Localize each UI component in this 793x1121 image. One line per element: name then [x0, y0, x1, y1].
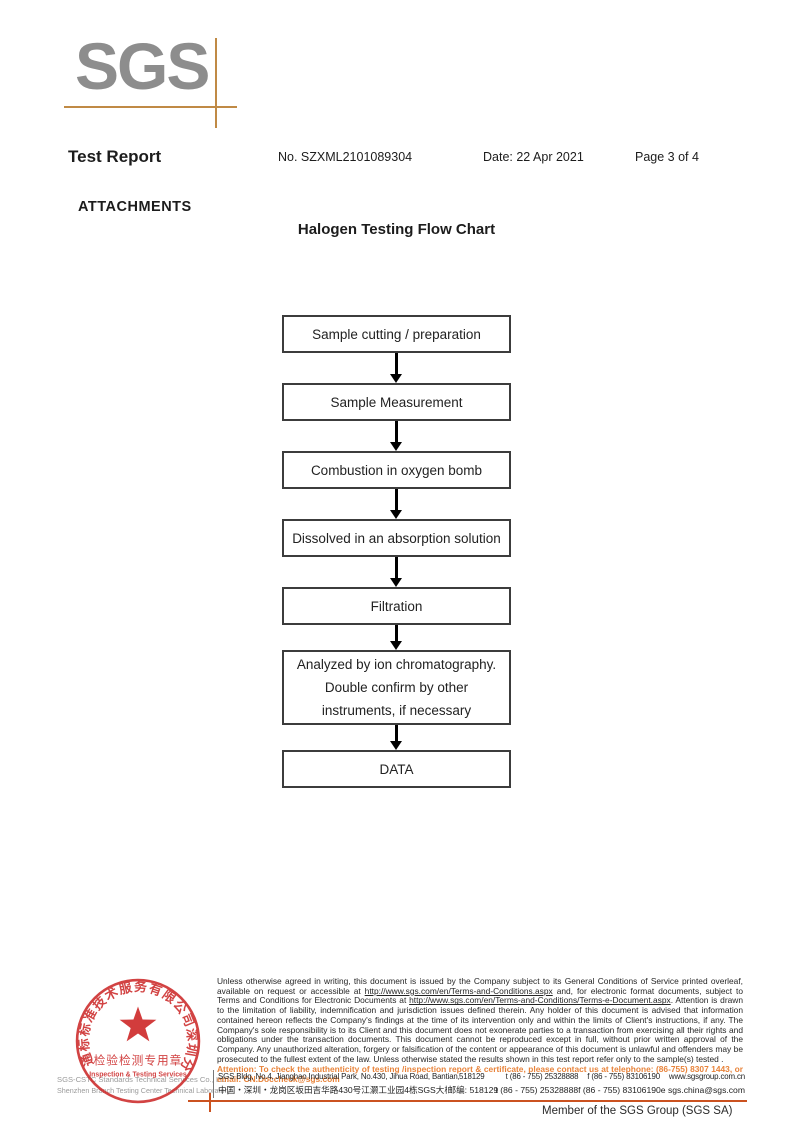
report-date: Date: 22 Apr 2021	[483, 150, 584, 164]
logo-vertical-rule	[215, 38, 217, 128]
email-link[interactable]: e sgs.china@sgs.com	[660, 1085, 745, 1095]
flow-step-dissolved: Dissolved in an absorption solution	[282, 519, 511, 557]
address-row-chinese: 中国・深圳・龙岗区坂田吉华路430号江灏工业园4栋SGS大楼 邮编: 51812…	[218, 1084, 745, 1096]
seal-circle	[75, 978, 201, 1104]
flow-step-combustion: Combustion in oxygen bomb	[282, 451, 511, 489]
star-icon	[119, 1006, 157, 1042]
flowchart-title: Halogen Testing Flow Chart	[297, 221, 496, 238]
fax-chinese: f (86 - 755) 83106190	[578, 1085, 661, 1095]
sgs-logo: SGS	[64, 26, 237, 128]
page-number: Page 3 of 4	[635, 150, 699, 164]
legal-disclaimer: Unless otherwise agreed in writing, this…	[217, 976, 743, 1085]
flow-step-analysis: Analyzed by ion chromatography. Double c…	[282, 650, 511, 725]
legal-text-part2: and, for electronic format documents, su…	[217, 985, 743, 1006]
down-arrow-icon	[390, 557, 402, 587]
address-separator-line	[213, 1070, 214, 1098]
logo-horizontal-rule	[64, 106, 237, 108]
inspection-testing-seal-stamp: 通标标准技术服务有限公司深圳分公司 检验检测专用章 Inspection & T…	[72, 977, 201, 1104]
lab-company-line1: SGS-CSTC Standards Technical Services Co…	[57, 1075, 229, 1084]
address-chinese: 中国・深圳・龙岗区坂田吉华路430号江灏工业园4栋SGS大楼	[218, 1085, 448, 1095]
lab-company-line2: Shenzhen Branch Testing Center Technical…	[57, 1086, 231, 1095]
report-number: No. SZXML2101089304	[278, 150, 413, 164]
telephone: t (86 - 755) 25328888	[505, 1072, 579, 1081]
report-header: Test Report No. SZXML2101089304 Date: 22…	[0, 147, 793, 167]
footer-horizontal-rule	[188, 1100, 747, 1102]
postcode: 518129	[459, 1072, 485, 1081]
halogen-testing-flowchart: Sample cutting / preparation Sample Meas…	[0, 315, 793, 788]
down-arrow-icon	[390, 421, 402, 451]
flow-step-data: DATA	[282, 750, 511, 788]
seal-cn-label: 检验检测专用章	[94, 1053, 183, 1067]
lab-company-name: SGS-CSTC Standards Technical Services Co…	[57, 1074, 231, 1096]
address-english: SGS Bldg, No.4, Jianghao Industrial Park…	[218, 1072, 459, 1081]
postcode-chinese: 邮编: 518129	[447, 1085, 499, 1095]
down-arrow-icon	[390, 725, 402, 750]
footer-vertical-rule	[209, 1093, 211, 1112]
flow-step-sample-cutting: Sample cutting / preparation	[282, 315, 511, 353]
website-link[interactable]: www.sgsgroup.com.cn	[668, 1072, 745, 1081]
flow-step-sample-measurement: Sample Measurement	[282, 383, 511, 421]
seal-en-label: Inspection & Testing Services	[89, 1070, 186, 1079]
down-arrow-icon	[390, 353, 402, 383]
telephone-chinese: t (86 - 755) 25328888	[495, 1085, 579, 1095]
authenticity-attention-note: Attention: To check the authenticity of …	[217, 1064, 743, 1085]
legal-text-part3: . Attention is drawn to the limitation o…	[217, 995, 743, 1064]
attachments-heading: ATTACHMENTS	[78, 199, 192, 215]
address-row-english: SGS Bldg, No.4, Jianghao Industrial Park…	[218, 1072, 745, 1081]
fax: f (86 - 755) 83106190	[587, 1072, 661, 1081]
terms-e-document-link[interactable]: http://www.sgs.com/en/Terms-and-Conditio…	[409, 995, 671, 1006]
down-arrow-icon	[390, 625, 402, 650]
sgs-member-line: Member of the SGS Group (SGS SA)	[542, 1105, 733, 1117]
sgs-logo-text: SGS	[75, 29, 210, 103]
flow-step-filtration: Filtration	[282, 587, 511, 625]
legal-text-part1: Unless otherwise agreed in writing, this…	[217, 976, 743, 996]
down-arrow-icon	[390, 489, 402, 519]
report-title: Test Report	[68, 147, 162, 166]
terms-conditions-link[interactable]: http://www.sgs.com/en/Terms-and-Conditio…	[364, 985, 553, 996]
